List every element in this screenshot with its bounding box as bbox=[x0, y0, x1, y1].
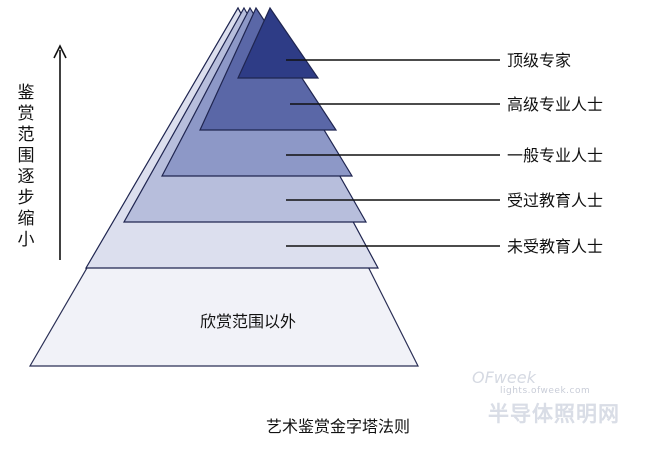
diagram-caption: 艺术鉴赏金字塔法则 bbox=[266, 417, 410, 436]
pyramid-layers bbox=[28, 6, 419, 367]
watermark-site: lights.ofweek.com bbox=[500, 386, 591, 396]
level-label: 未受教育人士 bbox=[507, 237, 603, 256]
level-label: 顶级专家 bbox=[507, 51, 571, 70]
level-label: 一般专业人士 bbox=[507, 146, 603, 165]
level-label: 受过教育人士 bbox=[507, 191, 603, 210]
leader-lines bbox=[286, 59, 500, 247]
watermark-name: 半导体照明网 bbox=[488, 402, 620, 426]
watermark-logo: OFweek bbox=[472, 368, 536, 387]
base-label: 欣赏范围以外 bbox=[200, 312, 296, 331]
axis-label: 鉴赏范围逐步缩小 bbox=[18, 83, 35, 250]
level-label: 高级专业人士 bbox=[507, 95, 603, 114]
up-arrow-icon bbox=[53, 44, 67, 260]
